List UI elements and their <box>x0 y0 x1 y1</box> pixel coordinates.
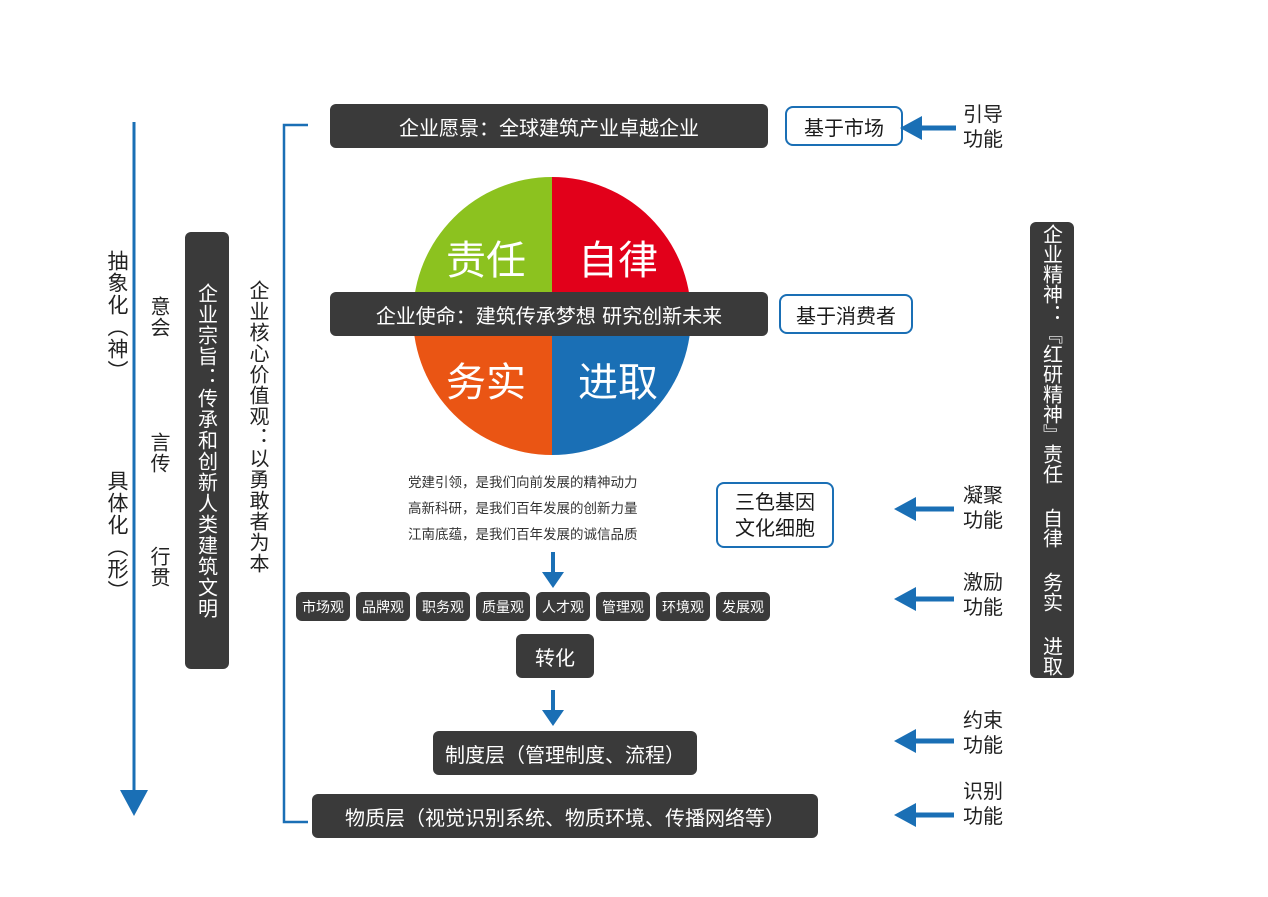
axis-abstract-label: 抽象化（神） <box>105 250 129 382</box>
value-item: 品牌观 <box>356 592 410 621</box>
gene-tag-text: 三色基因 文化细胞 <box>735 490 815 540</box>
system-layer-text: 制度层（管理制度、流程） <box>445 742 685 767</box>
value-item: 人才观 <box>536 592 590 621</box>
value-item: 质量观 <box>476 592 530 621</box>
quadrant-label-pragmatic: 务实 <box>446 360 526 406</box>
values-row: 市场观 品牌观 职务观 质量观 人才观 管理观 环境观 发展观 <box>296 592 770 621</box>
gene-tag: 三色基因 文化细胞 <box>716 482 834 548</box>
process-yanchuan: 言传 <box>147 432 171 474</box>
value-item: 发展观 <box>716 592 770 621</box>
left-arrow <box>894 497 954 521</box>
left-axis-arrow <box>120 122 148 816</box>
quadrant-label-progress: 进取 <box>578 360 658 406</box>
consumer-tag: 基于消费者 <box>779 294 913 334</box>
culture-line: 党建引领，是我们向前发展的精神动力 <box>408 475 638 491</box>
quadrant-green <box>413 177 552 316</box>
spirit-box: 企业精神：『红研精神』责任 自律 务实 进取 <box>1030 222 1074 678</box>
func-identify: 识别 功能 <box>963 779 1003 828</box>
value-item: 管理观 <box>596 592 650 621</box>
process-xingguan: 行贯 <box>147 546 171 588</box>
core-values-text: 企业核心价值观：以勇敢者为本 <box>246 280 270 574</box>
mission-box: 企业使命：建筑传承梦想 研究创新未来 <box>330 292 768 336</box>
axis-concrete-label: 具体化（形） <box>105 470 129 602</box>
value-item: 市场观 <box>296 592 350 621</box>
purpose-box: 企业宗旨：传承和创新人类建筑文明 <box>185 232 229 669</box>
process-yihui: 意会 <box>147 296 171 338</box>
transform-text: 转化 <box>535 645 575 670</box>
quadrant-orange <box>413 316 552 455</box>
left-arrow <box>894 803 954 827</box>
func-constraint: 约束 功能 <box>963 708 1003 757</box>
func-incentive: 激励 功能 <box>963 570 1003 619</box>
mission-text: 企业使命：建筑传承梦想 研究创新未来 <box>375 303 723 328</box>
vision-text: 企业愿景：全球建筑产业卓越企业 <box>399 115 699 140</box>
quadrant-label-responsibility: 责任 <box>446 238 526 284</box>
spirit-text: 企业精神：『红研精神』责任 自律 务实 进取 <box>1039 224 1064 676</box>
down-arrow <box>542 552 564 588</box>
culture-line: 江南底蕴，是我们百年发展的诚信品质 <box>408 527 638 543</box>
core-circle <box>413 177 691 455</box>
func-cohesion: 凝聚 功能 <box>963 483 1003 532</box>
quadrant-blue <box>552 316 691 455</box>
left-arrow <box>900 116 956 140</box>
value-item: 环境观 <box>656 592 710 621</box>
purpose-text: 企业宗旨：传承和创新人类建筑文明 <box>194 282 219 619</box>
value-item: 职务观 <box>416 592 470 621</box>
culture-line: 高新科研，是我们百年发展的创新力量 <box>408 501 638 517</box>
quadrant-red <box>552 177 691 316</box>
func-guide: 引导 功能 <box>963 102 1003 151</box>
transform-box: 转化 <box>516 634 594 678</box>
market-tag-text: 基于市场 <box>804 115 884 140</box>
bracket-line <box>282 123 308 824</box>
market-tag: 基于市场 <box>785 106 903 146</box>
left-arrow <box>894 729 954 753</box>
system-layer-box: 制度层（管理制度、流程） <box>433 731 697 775</box>
culture-lines: 党建引领，是我们向前发展的精神动力 高新科研，是我们百年发展的创新力量 江南底蕴… <box>408 470 638 548</box>
vision-box: 企业愿景：全球建筑产业卓越企业 <box>330 104 768 148</box>
down-arrow <box>542 690 564 726</box>
quadrant-label-discipline: 自律 <box>578 238 658 284</box>
consumer-tag-text: 基于消费者 <box>796 303 896 328</box>
left-arrow <box>894 587 954 611</box>
material-layer-box: 物质层（视觉识别系统、物质环境、传播网络等） <box>312 794 818 838</box>
material-layer-text: 物质层（视觉识别系统、物质环境、传播网络等） <box>345 805 785 830</box>
